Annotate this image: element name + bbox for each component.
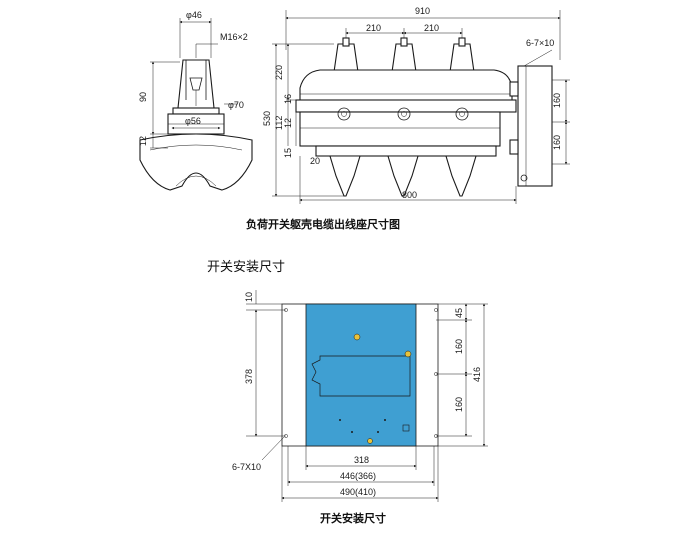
- dim-160-top-a: 160: [552, 93, 562, 108]
- installation-view: 10 378 6-7X10 45 160 160 416 318 446(366…: [232, 290, 488, 502]
- dim-220: 220: [274, 65, 284, 80]
- dim-530: 530: [262, 111, 272, 126]
- dim-90: 90: [138, 92, 148, 102]
- dim-12-front: 12: [283, 118, 293, 128]
- bottom-figure-caption: 开关安装尺寸: [320, 511, 386, 525]
- dim-160-bottom-a: 160: [454, 339, 464, 354]
- dim-holes-bottom: 6-7X10: [232, 462, 261, 472]
- dim-446: 446(366): [340, 471, 376, 481]
- dim-phi70: φ70: [228, 100, 244, 110]
- bottom-figure-title: 开关安装尺寸: [207, 260, 285, 275]
- dim-318: 318: [354, 455, 369, 465]
- dim-holes-top: 6-7×10: [526, 38, 554, 48]
- dim-phi46: φ46: [186, 10, 202, 20]
- top-figure-caption: 负荷开关躯壳电缆出线座尺寸图: [246, 217, 400, 231]
- dim-490: 490(410): [340, 487, 376, 497]
- dim-20: 20: [310, 156, 320, 166]
- bottom-bushings: [329, 155, 477, 197]
- dim-112: 112: [274, 116, 284, 130]
- top-insulators: [333, 37, 475, 73]
- dim-16: 16: [283, 94, 293, 104]
- dim-160-top-b: 160: [552, 135, 562, 150]
- dim-phi56: φ56: [185, 116, 201, 126]
- dim-416: 416: [472, 367, 482, 382]
- dim-210-right: 210: [424, 23, 439, 33]
- bushing-side-view: φ46 M16×2 φ70 φ56 90 12: [138, 10, 253, 191]
- dim-910: 910: [415, 6, 430, 16]
- dim-45: 45: [454, 308, 464, 318]
- dim-10: 10: [244, 292, 254, 302]
- dim-12-side: 12: [138, 136, 148, 146]
- switch-panel: [305, 303, 417, 447]
- switch-front-view: 910 210 210: [262, 6, 570, 204]
- dim-160-bottom-b: 160: [454, 397, 464, 412]
- dim-210-left: 210: [366, 23, 381, 33]
- dim-15: 15: [283, 148, 293, 158]
- dim-378: 378: [244, 369, 254, 384]
- dim-800: 800: [402, 190, 417, 200]
- dim-thread: M16×2: [220, 32, 248, 42]
